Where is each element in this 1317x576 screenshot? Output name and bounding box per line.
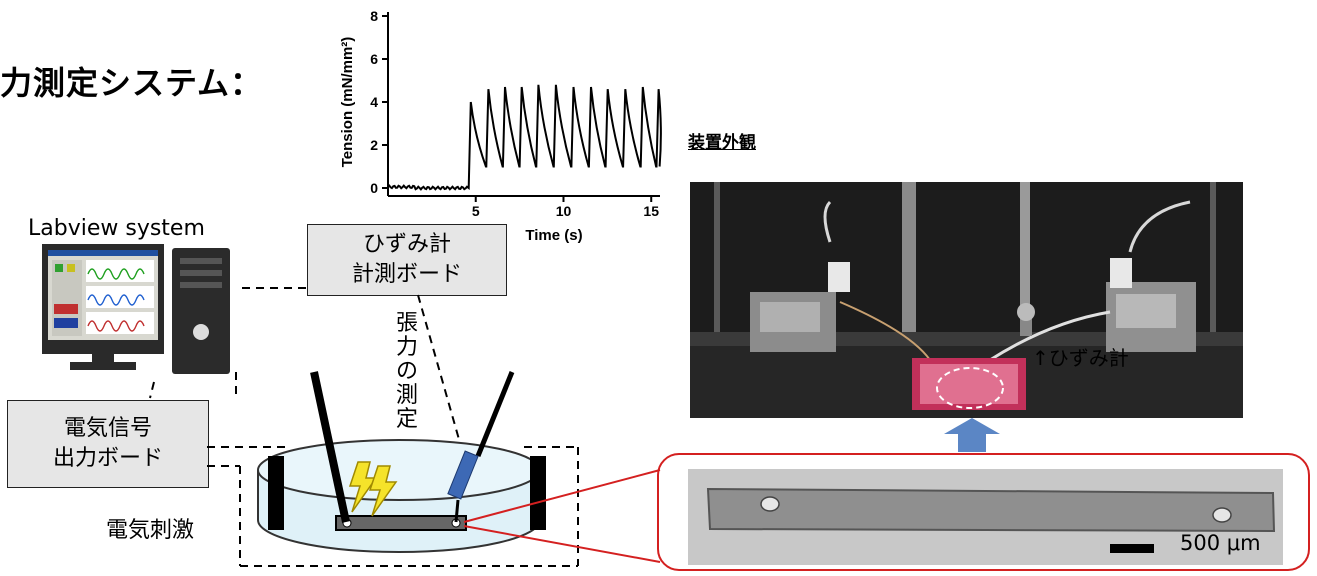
culture-dish xyxy=(257,439,541,553)
electric-stim-label: 電気刺激 xyxy=(106,518,195,543)
micrograph-image xyxy=(688,469,1283,565)
x-tick-label: 10 xyxy=(556,203,572,219)
tension-measure-char: 定 xyxy=(395,407,418,432)
sample-highlight xyxy=(936,367,1004,409)
zoom-line-bottom xyxy=(463,525,661,563)
y-tick-label: 0 xyxy=(370,180,378,196)
y-tick-label: 8 xyxy=(370,8,378,24)
x-axis-label: Time (s) xyxy=(525,227,582,244)
tension-measure-char: 測 xyxy=(395,383,418,408)
scale-bar xyxy=(1110,544,1154,553)
tension-measure-char: 力 xyxy=(395,335,418,360)
right-electrode xyxy=(530,456,546,530)
probe-wire xyxy=(475,371,515,457)
y-tick-label: 2 xyxy=(370,137,378,153)
apparatus-photo-image xyxy=(690,182,1243,418)
strain-board-line1: ひずみ計 xyxy=(362,232,451,257)
lightning-icon xyxy=(348,461,378,513)
strain-gauge-probe xyxy=(447,450,479,500)
labview-label: Labview system xyxy=(28,216,205,241)
signal-output-board: 電気信号 出力ボード xyxy=(7,400,209,488)
strain-gauge-board: ひずみ計 計測ボード xyxy=(307,224,507,296)
computer-icon xyxy=(42,244,230,374)
page-title: 力測定システム： xyxy=(0,64,264,102)
blue-arrow-icon xyxy=(944,418,1000,452)
tension-measure-char: 張 xyxy=(395,311,418,336)
tissue-sample xyxy=(335,515,467,531)
y-tick-label: 4 xyxy=(370,94,378,110)
y-axis-label: Tension (mN/mm²) xyxy=(339,37,356,168)
connector-strain-gauge xyxy=(417,294,463,451)
micrograph-frame xyxy=(657,453,1310,571)
y-tick-label: 6 xyxy=(370,51,378,67)
zoom-line-top xyxy=(463,469,661,523)
strain-gauge-label: ↑ひずみ計 xyxy=(1032,346,1129,370)
tension-measure-char: の xyxy=(395,359,418,384)
tension-measure-label: 張力の測定 xyxy=(392,312,422,432)
left-electrode xyxy=(268,456,284,530)
tissue-micrograph xyxy=(688,469,1283,565)
signal-board-line2: 出力ボード xyxy=(52,446,163,471)
tension-series-line xyxy=(387,84,662,191)
strain-board-line2: 計測ボード xyxy=(351,262,462,287)
apparatus-photo: ↑ひずみ計 xyxy=(690,182,1243,418)
x-tick-label: 5 xyxy=(472,203,480,219)
scale-label: 500 μm xyxy=(1180,531,1261,555)
apparatus-title: 装置外観 xyxy=(688,133,756,153)
x-tick-label: 15 xyxy=(643,203,659,219)
connector-pc-signal xyxy=(149,381,155,399)
signal-board-line1: 電気信号 xyxy=(63,416,152,441)
lightning-icon xyxy=(368,465,398,517)
fixing-pin xyxy=(310,371,350,523)
